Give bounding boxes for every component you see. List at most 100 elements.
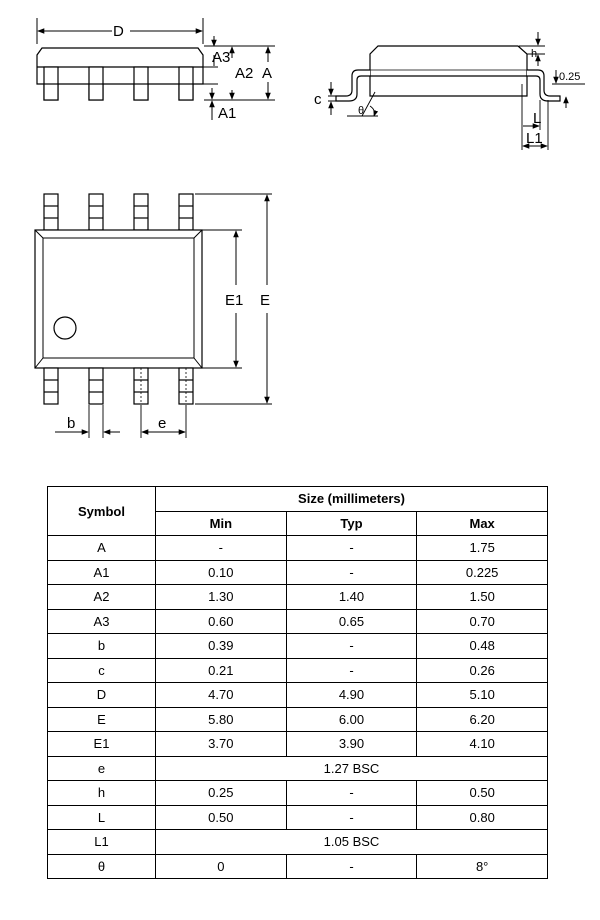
max-cell: 4.10	[416, 731, 548, 757]
min-cell: 0.21	[155, 657, 287, 683]
min-cell: 0	[155, 853, 287, 879]
symbol-cell: E1	[47, 731, 156, 757]
table-row: A--1.75	[47, 535, 548, 561]
max-cell: 0.48	[416, 633, 548, 659]
typ-cell: -	[285, 535, 418, 561]
typ-cell: -	[285, 633, 418, 659]
min-cell: 0.25	[155, 780, 287, 806]
max-cell: 0.70	[416, 608, 548, 634]
label-b: b	[67, 415, 75, 432]
symbol-cell: b	[47, 633, 156, 659]
symbol-header: Symbol	[47, 486, 156, 536]
typ-cell: 4.90	[285, 682, 418, 708]
typ-cell: 3.90	[285, 731, 418, 757]
symbol-cell: L1	[47, 829, 156, 855]
label-theta: θ	[358, 105, 364, 117]
max-cell: 0.26	[416, 657, 548, 683]
min-cell: 0.50	[155, 804, 287, 830]
side-view	[36, 18, 275, 120]
profile-lead-right	[527, 69, 561, 102]
label-h: h	[531, 48, 537, 60]
typ-cell: -	[285, 559, 418, 585]
label-a2: A2	[235, 65, 253, 82]
label-e-pitch: e	[158, 415, 166, 432]
symbol-cell: θ	[47, 853, 156, 879]
max-cell: 0.225	[416, 559, 548, 585]
typ-cell: 6.00	[285, 706, 418, 732]
label-gauge: 0.25	[559, 71, 580, 83]
symbol-cell: A2	[47, 584, 156, 610]
max-cell: 1.75	[416, 535, 548, 561]
min-cell: 0.39	[155, 633, 287, 659]
top-view	[34, 193, 272, 438]
max-cell: 5.10	[416, 682, 548, 708]
max-cell: 6.20	[416, 706, 548, 732]
label-l1: L1	[526, 130, 543, 147]
max-header: Max	[416, 510, 548, 536]
max-cell: 1.50	[416, 584, 548, 610]
label-c: c	[314, 91, 322, 108]
max-cell: 0.50	[416, 780, 548, 806]
min-cell: 5.80	[155, 706, 287, 732]
top-leads	[43, 193, 194, 231]
typ-cell: -	[285, 853, 418, 879]
label-a: A	[262, 65, 272, 82]
max-cell: 8°	[416, 853, 548, 879]
side-body	[36, 47, 204, 85]
label-e-upper: E	[260, 292, 270, 309]
symbol-cell: E	[47, 706, 156, 732]
min-header: Min	[155, 510, 287, 536]
typ-cell: 0.65	[285, 608, 418, 634]
min-cell: 4.70	[155, 682, 287, 708]
pin1-marker	[53, 316, 77, 340]
typ-cell: -	[285, 804, 418, 830]
symbol-cell: e	[47, 755, 156, 781]
label-d: D	[113, 23, 124, 40]
min-cell: 0.10	[155, 559, 287, 585]
label-a3: A3	[212, 49, 230, 66]
symbol-cell: L	[47, 804, 156, 830]
bsc-cell: 1.27 BSC	[155, 755, 548, 781]
profile-view	[328, 32, 585, 150]
typ-cell: 1.40	[285, 584, 418, 610]
symbol-cell: A3	[47, 608, 156, 634]
table-subheader-row: Min Typ Max	[48, 510, 548, 536]
bsc-cell: 1.05 BSC	[155, 829, 548, 855]
min-cell: 3.70	[155, 731, 287, 757]
profile-body	[369, 45, 528, 97]
symbol-cell: D	[47, 682, 156, 708]
label-a1: A1	[218, 105, 236, 122]
symbol-cell: A	[47, 535, 156, 561]
size-header: Size (millimeters)	[155, 486, 548, 512]
dimension-table: Symbol Size (millimeters) Min Typ Max A-…	[47, 486, 548, 879]
max-cell: 0.80	[416, 804, 548, 830]
symbol-cell: A1	[47, 559, 156, 585]
min-cell: -	[155, 535, 287, 561]
label-e1: E1	[225, 292, 243, 309]
bottom-leads	[43, 367, 194, 405]
typ-cell: -	[285, 780, 418, 806]
min-cell: 0.60	[155, 608, 287, 634]
profile-lead-left	[335, 69, 370, 102]
typ-cell: -	[285, 657, 418, 683]
symbol-cell: h	[47, 780, 156, 806]
package-drawing: D A3 A2 A A1 h c	[34, 18, 585, 438]
label-l: L	[533, 110, 541, 127]
typ-header: Typ	[285, 510, 418, 536]
top-body	[34, 229, 203, 369]
min-cell: 1.30	[155, 584, 287, 610]
